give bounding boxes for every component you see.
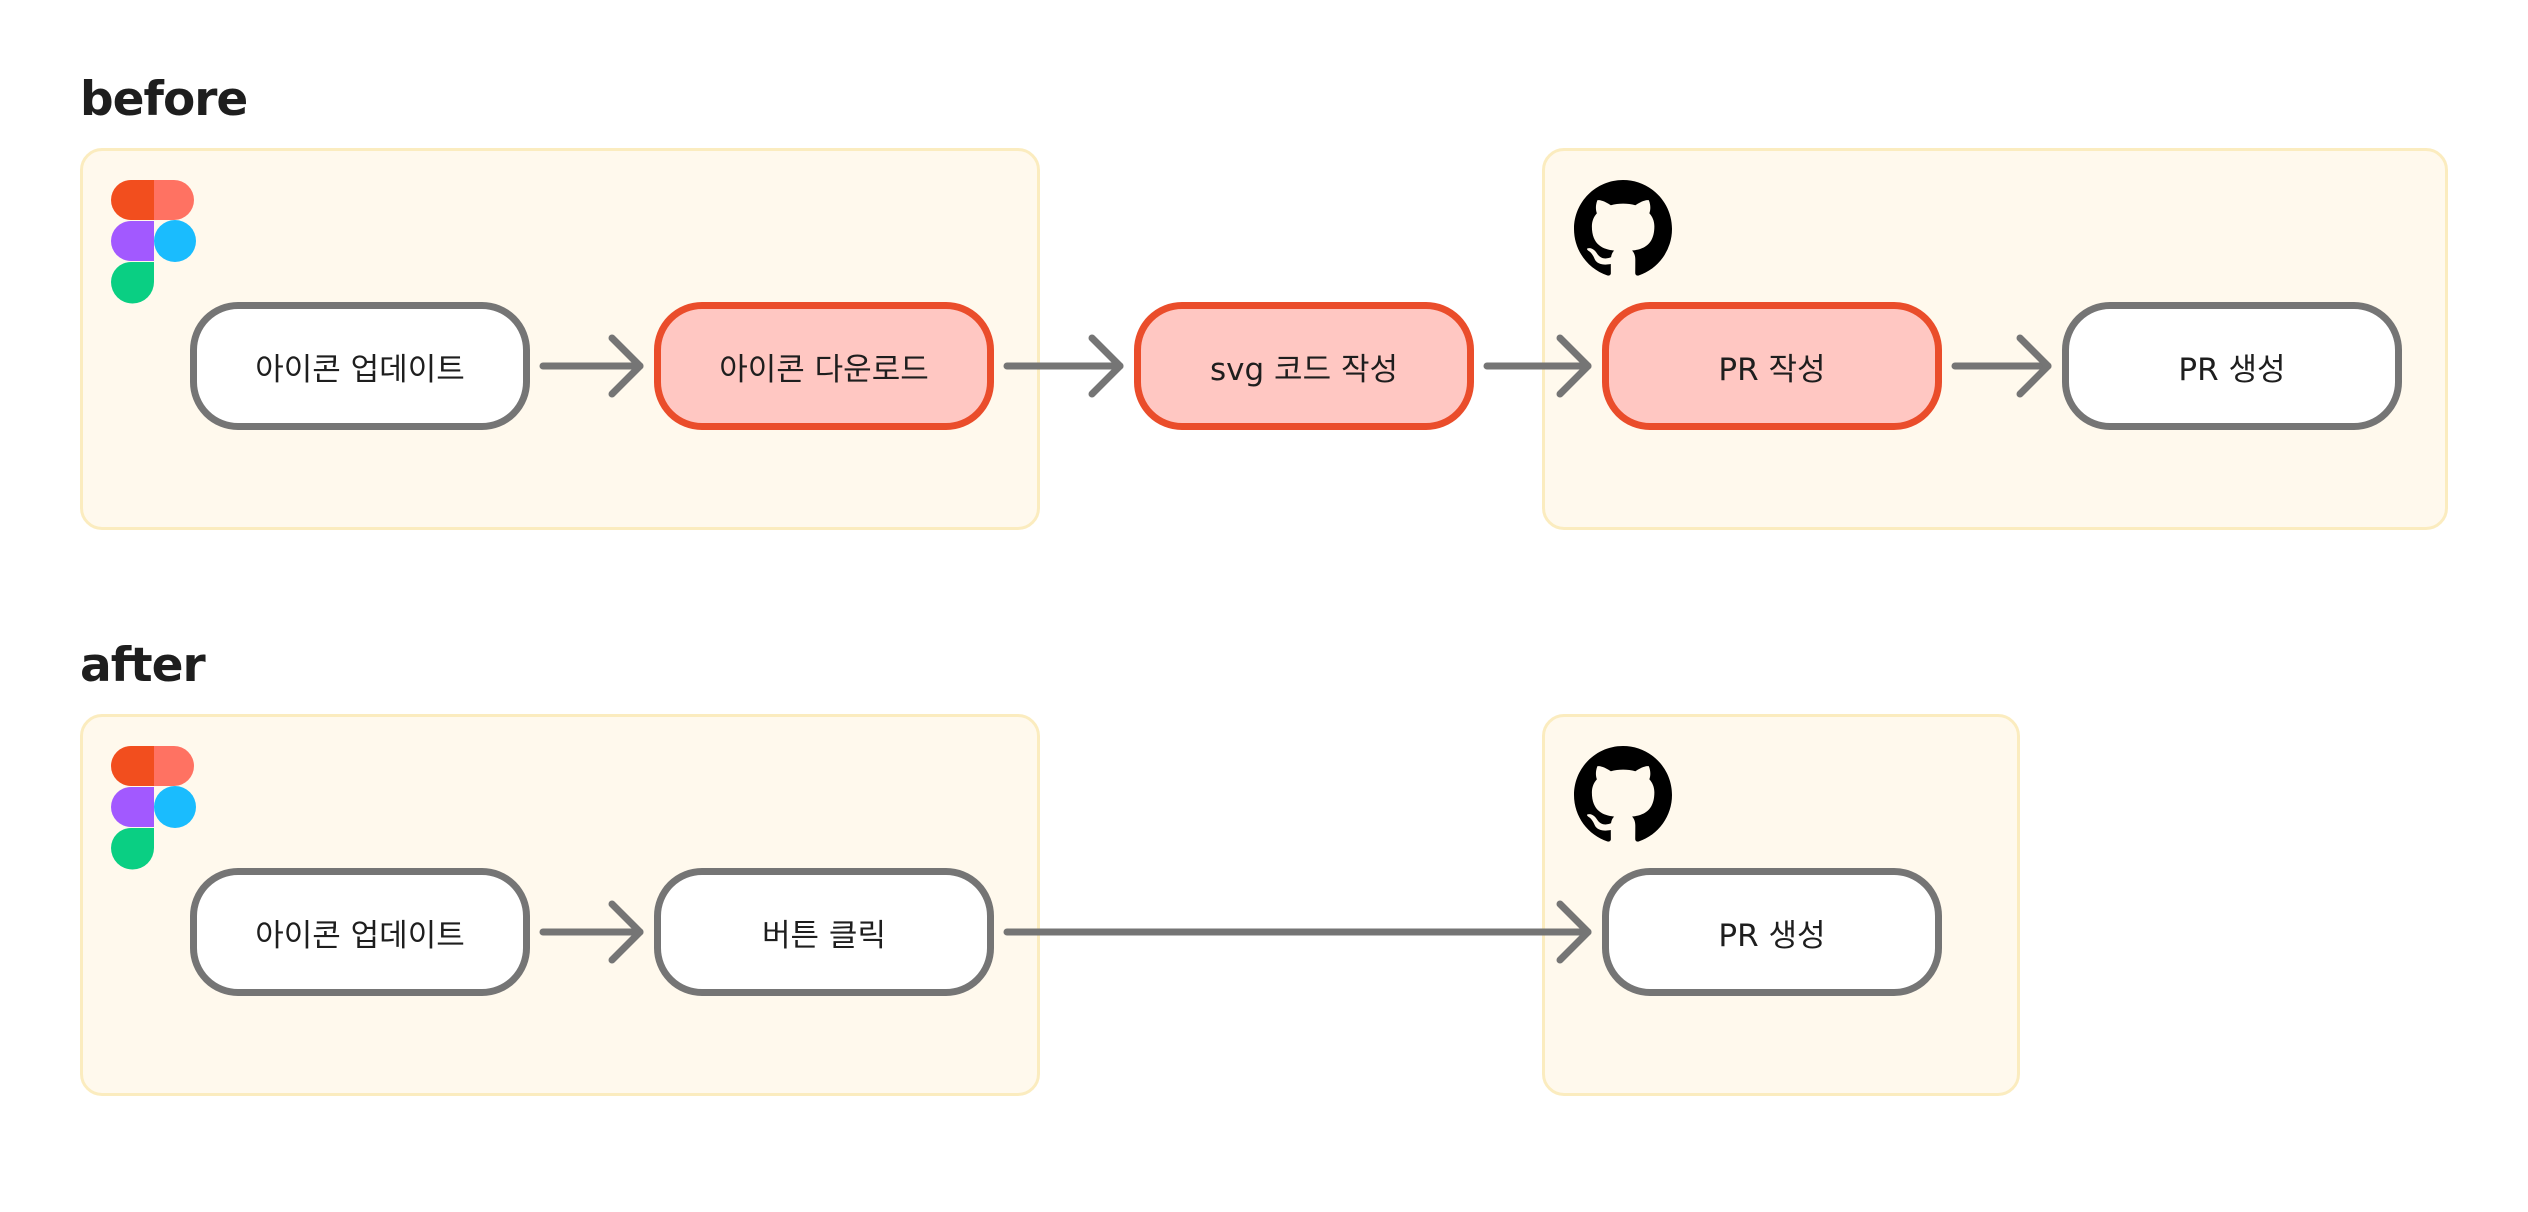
before-node-pr-write: PR 작성 — [1602, 302, 1942, 430]
after-node-pr-create: PR 생성 — [1602, 868, 1942, 996]
before-node-icon-download: 아이콘 다운로드 — [654, 302, 994, 430]
before-node-icon-update: 아이콘 업데이트 — [190, 302, 530, 430]
arrow-icon — [1003, 900, 1592, 964]
after-node-icon-update: 아이콘 업데이트 — [190, 868, 530, 996]
after-node-button-click: 버튼 클릭 — [654, 868, 994, 996]
before-node-pr-create: PR 생성 — [2062, 302, 2402, 430]
figma-logo-icon — [111, 180, 196, 304]
after-title: after — [80, 638, 206, 693]
figma-logo-icon — [111, 746, 196, 870]
before-title: before — [80, 72, 248, 127]
before-node-svg-code: svg 코드 작성 — [1134, 302, 1474, 430]
github-logo-icon — [1574, 746, 1672, 842]
github-logo-icon — [1574, 180, 1672, 276]
